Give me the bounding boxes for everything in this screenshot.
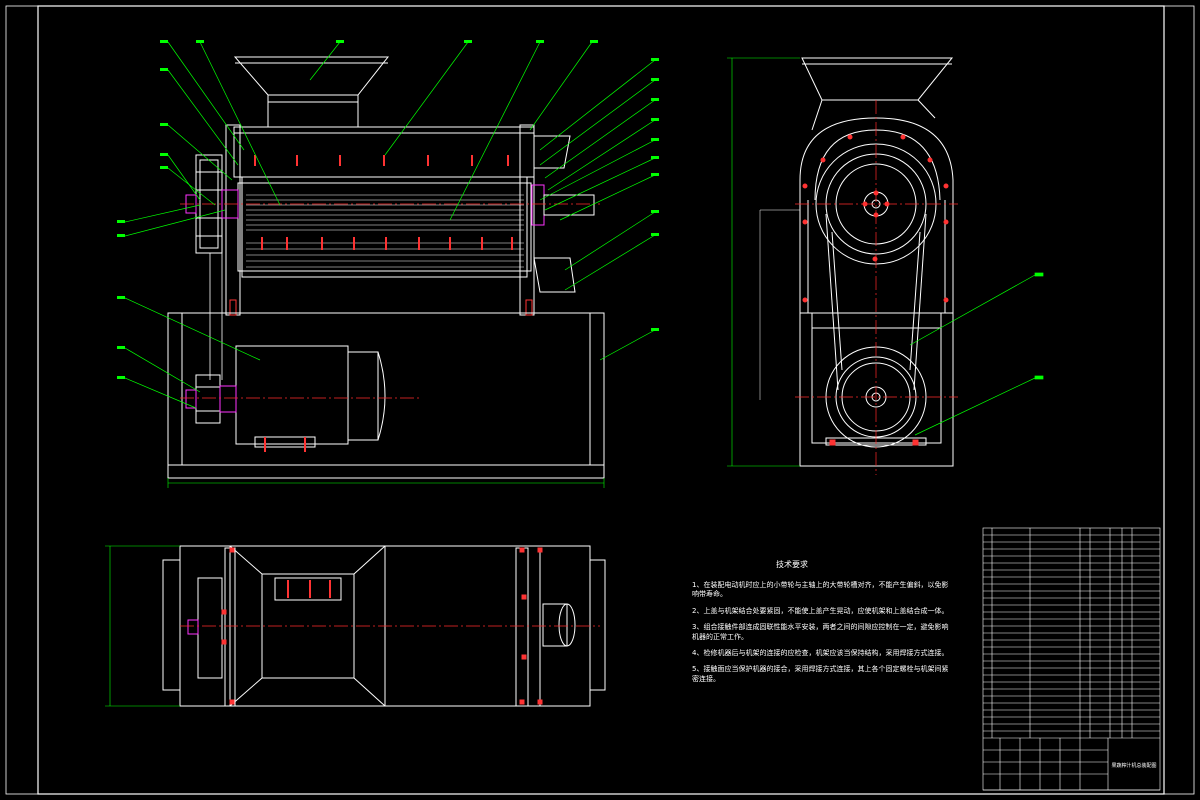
press-drum bbox=[241, 176, 528, 278]
frame-base bbox=[167, 312, 605, 479]
front-view-leaders bbox=[124, 41, 656, 409]
front-view-balloons bbox=[117, 40, 659, 379]
inner-border bbox=[37, 5, 1165, 795]
screw-lines bbox=[246, 194, 524, 268]
notes-title: 技术要求 bbox=[776, 560, 808, 569]
note-item: 5、接触面应当保护机器的接合，采用焊接方式连接，其上各个固定螺栓与机架间紧密连接… bbox=[692, 665, 949, 683]
technical-notes: 技术要求 1、在装配电动机时应上的小带轮与主轴上的大带轮槽对齐，不能产生偏斜，以… bbox=[692, 560, 952, 691]
drawing-title: 果蔬榨汁机总装配图 bbox=[1111, 762, 1156, 769]
note-item: 1、在装配电动机时应上的小带轮与主轴上的大带轮槽对齐，不能产生偏斜，以免影响带寿… bbox=[692, 580, 949, 599]
front-view bbox=[167, 56, 605, 488]
motor bbox=[185, 345, 386, 452]
side-view bbox=[727, 57, 958, 475]
note-item: 4、检修机器后与机架的连接的应检查，机架应该当保持结构，采用焊接方式连接。 bbox=[692, 648, 949, 657]
upper-cover bbox=[233, 126, 535, 178]
note-item: 2、上盖与机架结合处要紧固，不能使上盖产生晃动，应使机架和上盖结合成一体。 bbox=[692, 606, 949, 615]
note-item: 3、组合接触件部连成固联性能水平安装，两者之间的间隙应控制在一定，避免影响机器的… bbox=[692, 623, 949, 641]
top-view bbox=[105, 545, 606, 707]
outer-border bbox=[5, 5, 1195, 795]
parts-list bbox=[982, 527, 1161, 791]
side-view-leaders bbox=[909, 272, 1044, 436]
bolt-row-top bbox=[254, 155, 513, 250]
discharge-chute bbox=[533, 257, 576, 293]
